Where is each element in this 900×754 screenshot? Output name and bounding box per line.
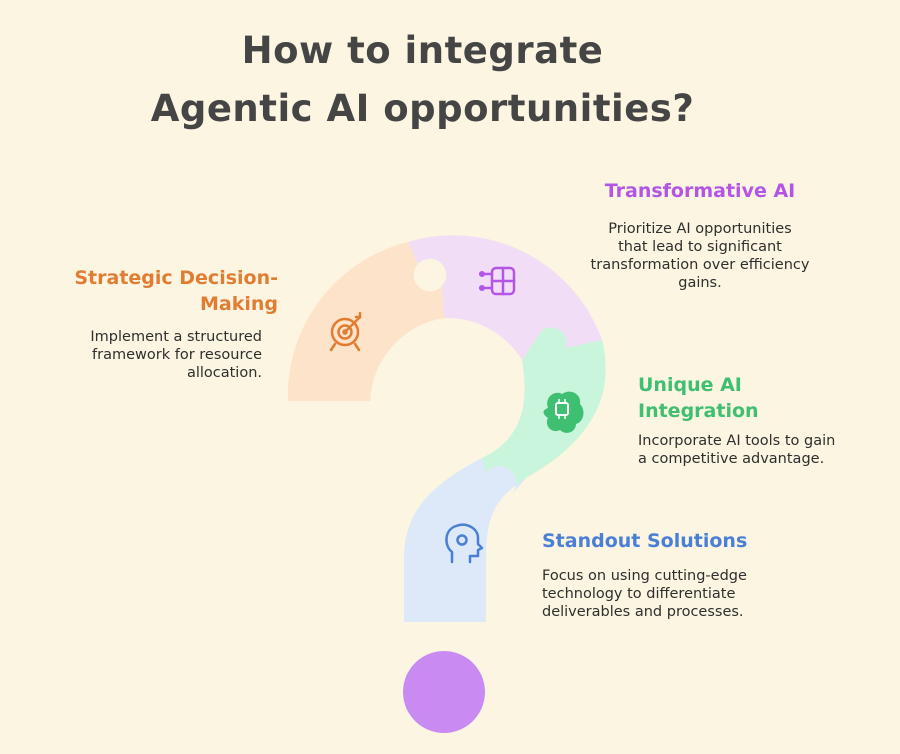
transformative-description: Prioritize AI opportunities that lead to… (560, 220, 840, 292)
strategic-desc-line-2: framework for resource (92, 347, 262, 363)
transformative-heading-text: Transformative AI (604, 180, 796, 202)
standout-heading: Standout Solutions (542, 528, 842, 554)
segment-strategic (287, 242, 444, 401)
standout-heading-text: Standout Solutions (542, 530, 748, 552)
segment-transformative (408, 235, 602, 360)
head-gear-icon (445, 523, 484, 564)
question-dot (403, 651, 485, 733)
strategic-description: Implement a structured framework for res… (50, 328, 262, 382)
segment-standout (404, 458, 526, 622)
transformative-desc-line-1: Prioritize AI opportunities (608, 221, 792, 237)
unique-desc-line-2: a competitive advantage. (638, 451, 825, 467)
transformative-desc-line-2: that lead to significant (618, 239, 782, 255)
circuit-icon (478, 266, 516, 296)
strategic-heading-line-1: Strategic Decision- (74, 267, 278, 289)
segment-unique (482, 327, 606, 494)
unique-heading-line-1: Unique AI (638, 374, 742, 396)
standout-desc-line-3: deliverables and processes. (542, 604, 744, 620)
transformative-desc-line-4: gains. (678, 275, 722, 291)
strategic-desc-line-1: Implement a structured (90, 329, 262, 345)
standout-description: Focus on using cutting-edge technology t… (542, 567, 842, 621)
strategic-heading-line-2: Making (199, 293, 278, 315)
page-title: How to integrate Agentic AI opportunitie… (0, 22, 845, 138)
unique-heading-line-2: Integration (638, 400, 759, 422)
unique-description: Incorporate AI tools to gain a competiti… (638, 432, 888, 468)
transformative-heading: Transformative AI (560, 178, 840, 204)
standout-desc-line-2: technology to differentiate (542, 586, 736, 602)
unique-desc-line-1: Incorporate AI tools to gain (638, 433, 836, 449)
title-line-2: Agentic AI opportunities? (150, 87, 695, 130)
ai-brain-icon (543, 391, 584, 433)
strategic-heading: Strategic Decision- Making (50, 265, 278, 317)
transformative-desc-line-3: transformation over efficiency (590, 257, 810, 273)
standout-desc-line-1: Focus on using cutting-edge (542, 568, 747, 584)
target-icon (329, 311, 362, 352)
strategic-desc-line-3: allocation. (186, 365, 262, 381)
title-line-1: How to integrate (241, 29, 604, 72)
unique-heading: Unique AI Integration (638, 372, 878, 424)
